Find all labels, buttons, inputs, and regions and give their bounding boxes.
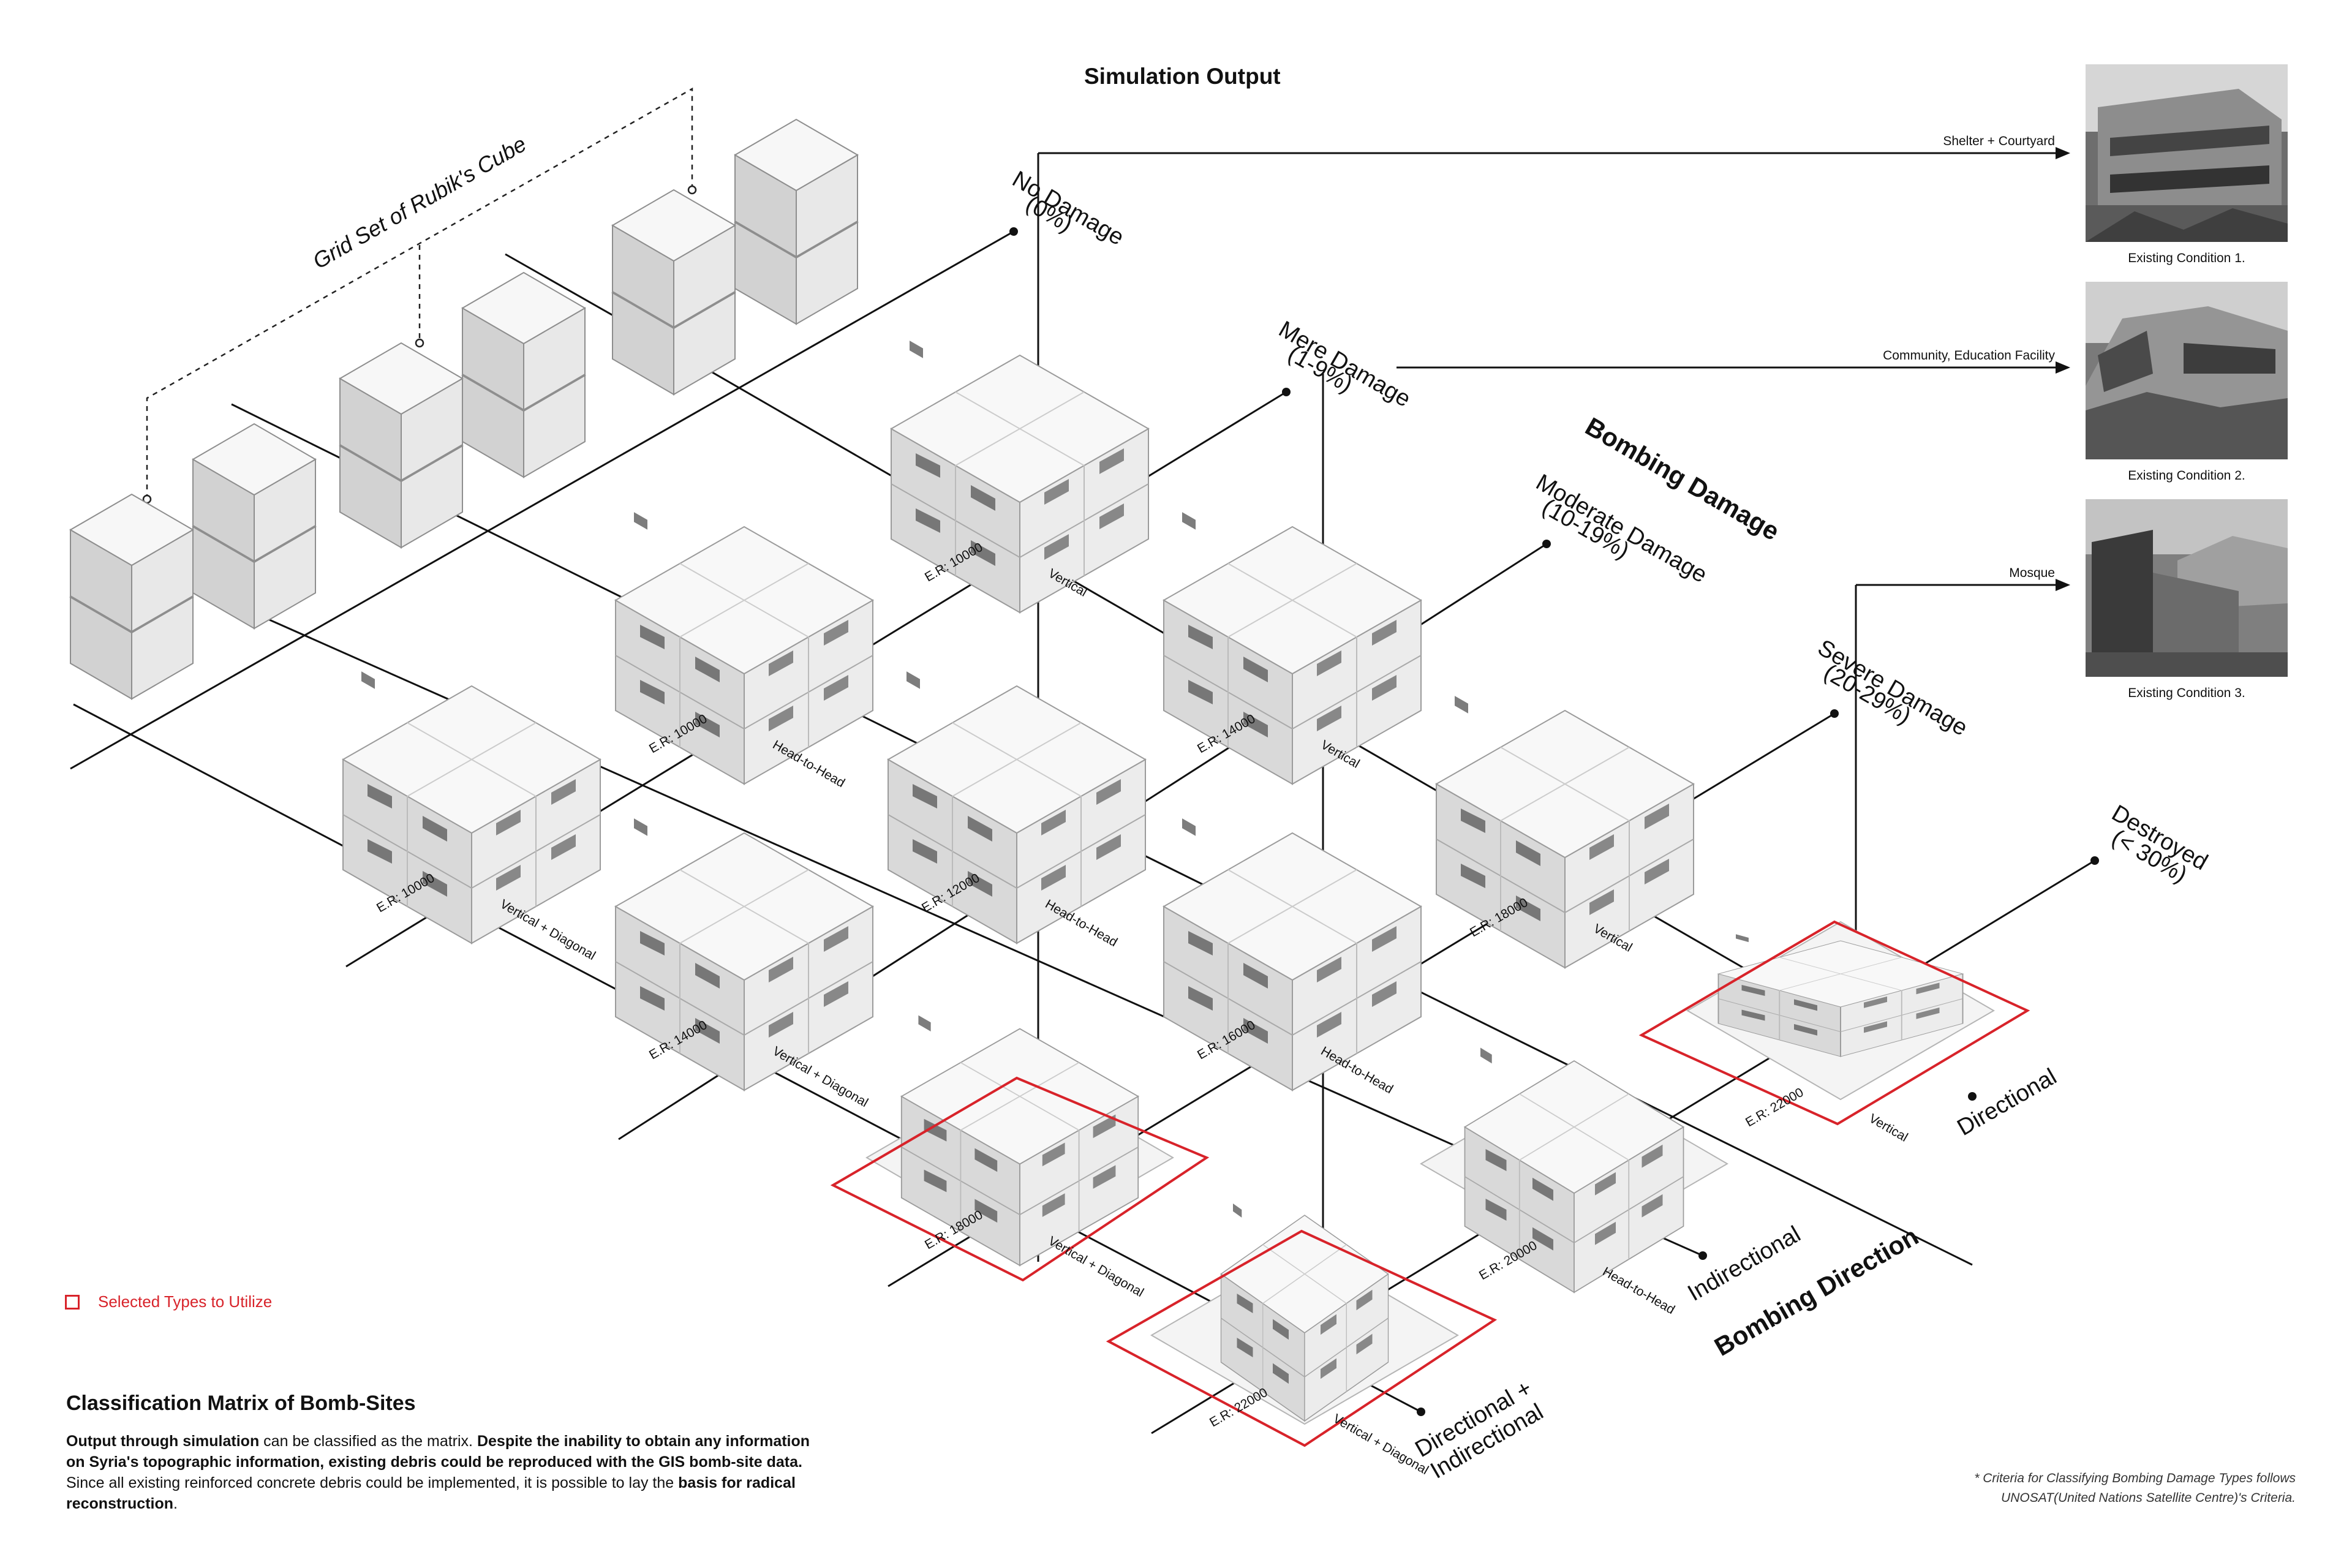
panel-bold-1: Output through simulation bbox=[66, 1433, 260, 1450]
diagram-title: Simulation Output bbox=[1084, 64, 1281, 89]
legend-swatch bbox=[65, 1294, 80, 1310]
photo-existing-condition-1 bbox=[2086, 64, 2288, 242]
grid-bracket bbox=[146, 87, 693, 499]
photo-caption-1: Existing Condition 1. bbox=[2128, 251, 2245, 265]
module-er-label: E.R: 22000 bbox=[1743, 1085, 1806, 1129]
bombing-direction-label: Bombing Direction bbox=[1709, 1221, 1923, 1362]
grid-label: Grid Set of Rubik's Cube bbox=[309, 131, 531, 274]
panel-text-2: Since all existing reinforced concrete d… bbox=[66, 1474, 679, 1491]
module-type-label: Vertical + Diagonal bbox=[771, 1044, 871, 1110]
rubiks-stack-3 bbox=[612, 119, 858, 395]
module-type-label: Vertical + Diagonal bbox=[1046, 1234, 1147, 1300]
photo-existing-condition-3 bbox=[2086, 499, 2288, 677]
legend-text: Selected Types to Utilize bbox=[98, 1292, 273, 1311]
photo-caption-3: Existing Condition 3. bbox=[2128, 686, 2245, 700]
footnote: * Criteria for Classifying Bombing Damag… bbox=[1974, 1469, 2296, 1508]
output-label-1: Shelter + Courtyard bbox=[1943, 134, 2055, 148]
footnote-line-1: * Criteria for Classifying Bombing Damag… bbox=[1974, 1471, 2296, 1485]
module-row4-vertical bbox=[1687, 921, 1994, 1100]
module-type-label: Head-to-Head bbox=[1600, 1264, 1678, 1317]
legend: Selected Types to Utilize bbox=[65, 1292, 272, 1311]
axis-end-dots bbox=[1009, 227, 2099, 1416]
rubiks-stack-1 bbox=[70, 423, 316, 699]
selection-outlines bbox=[830, 920, 2030, 1447]
arrow-heads bbox=[2056, 147, 2070, 591]
direction-label-directional: Directional bbox=[1953, 1064, 2061, 1141]
panel-text-1: can be classified as the matrix. bbox=[259, 1433, 477, 1450]
rubiks-stack-2 bbox=[339, 272, 586, 548]
module-row3-diag bbox=[866, 1014, 1174, 1266]
panel-body: Output through simulation can be classif… bbox=[66, 1431, 826, 1514]
photo-caption-2: Existing Condition 2. bbox=[2128, 469, 2245, 483]
module-type-label: Vertical bbox=[1867, 1111, 1910, 1144]
panel-text-3: . bbox=[173, 1495, 178, 1512]
photo-existing-condition-2 bbox=[2086, 282, 2288, 459]
panel-bold-3: basis for radical reconstruction bbox=[66, 1474, 796, 1512]
module-row4-diag bbox=[1151, 1203, 1458, 1425]
panel-title: Classification Matrix of Bomb-Sites bbox=[66, 1392, 416, 1415]
output-label-3: Mosque bbox=[2009, 566, 2055, 580]
output-label-2: Community, Education Facility bbox=[1883, 349, 2055, 363]
panel-bold-2: Despite the inability to obtain any info… bbox=[66, 1433, 810, 1471]
module-row4-head bbox=[1420, 1047, 1728, 1293]
footnote-line-2: UNOSAT(United Nations Satellite Centre)'… bbox=[2001, 1491, 2296, 1505]
